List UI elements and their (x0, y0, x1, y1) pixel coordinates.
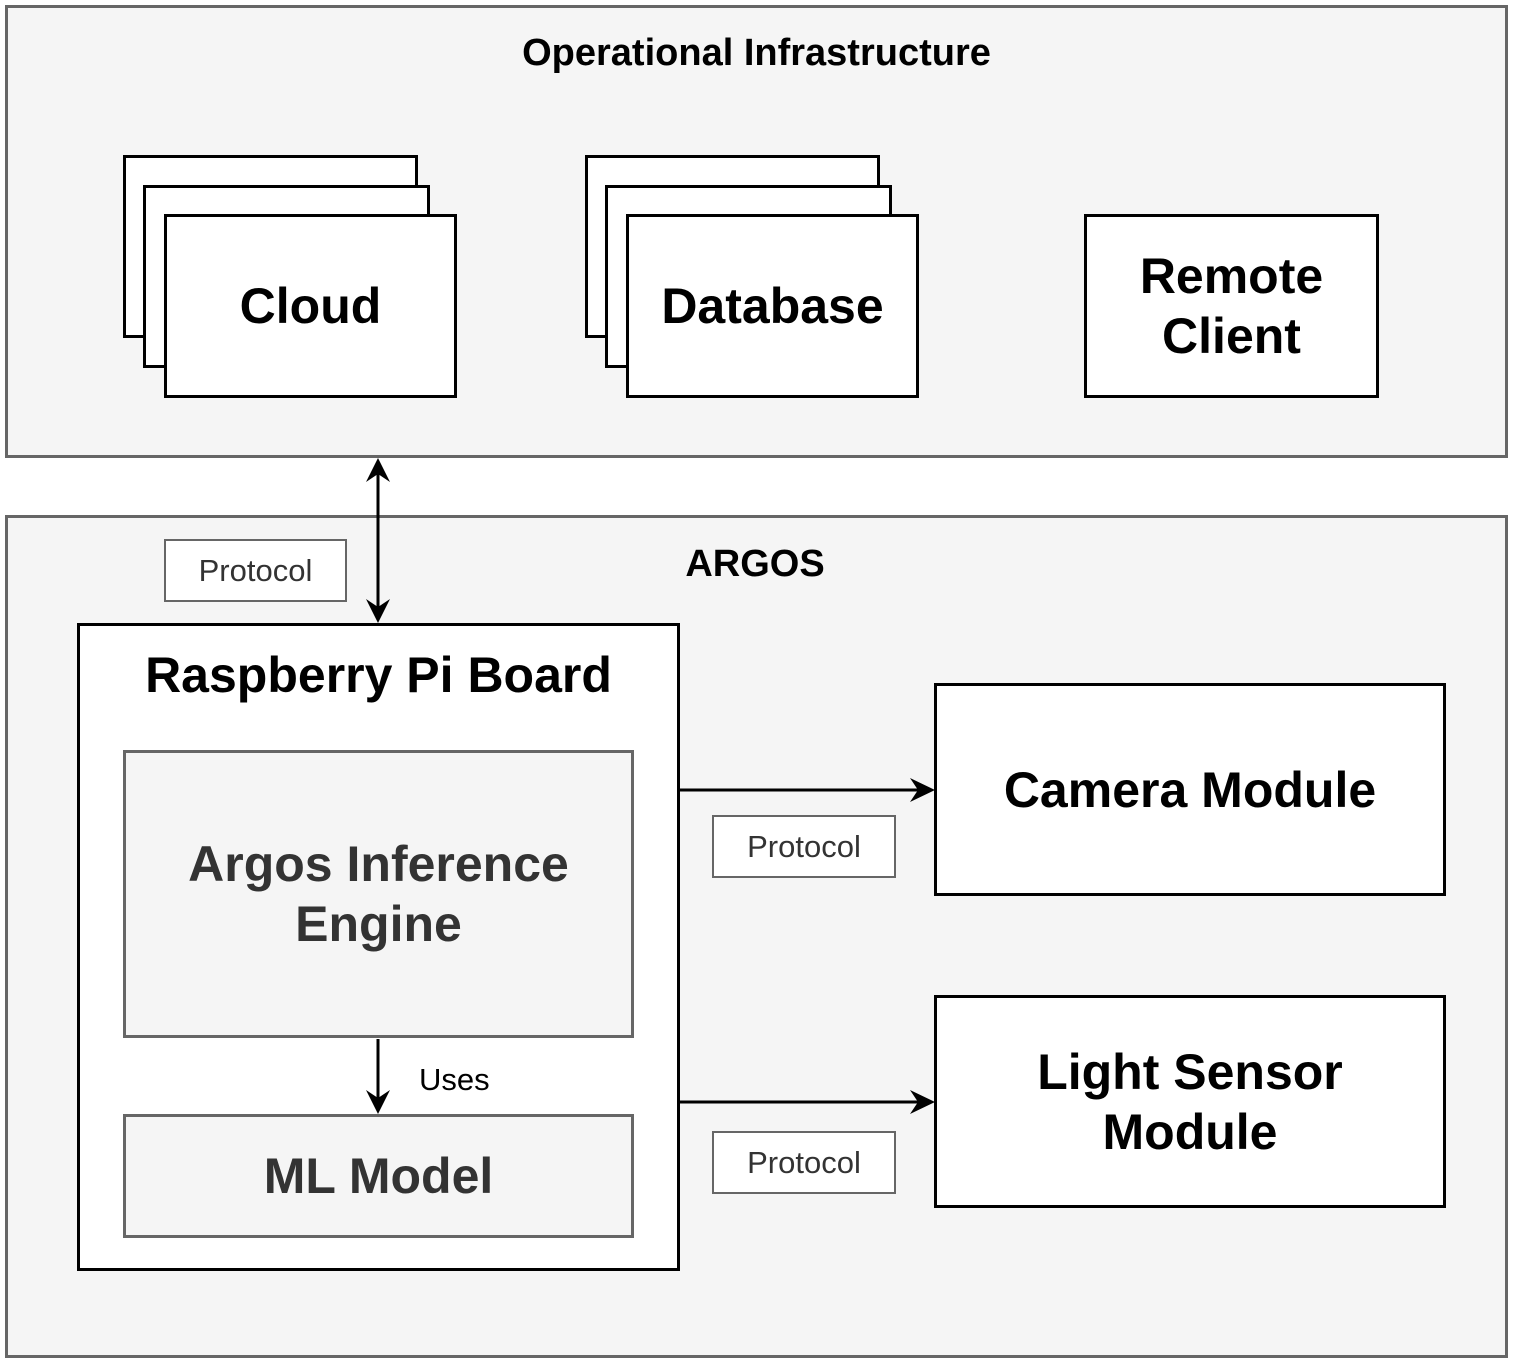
light-sensor-link-arrow (680, 1090, 935, 1114)
cloud-label: Cloud (239, 278, 382, 334)
raspberry-pi-board-title: Raspberry Pi Board (145, 647, 612, 703)
argos-inference-engine: Argos Inference Engine (123, 750, 634, 1038)
camera-module-label: Camera Module (1003, 761, 1377, 818)
infrastructure-link-protocol-label: Protocol (164, 539, 347, 602)
light-sensor-protocol-label: Protocol (712, 1131, 896, 1194)
database-label: Database (661, 278, 884, 334)
argos-title: ARGOS (685, 542, 825, 585)
light-sensor-module-label: Light Sensor Module (1037, 1043, 1343, 1160)
ml-model-label: ML Model (263, 1148, 494, 1204)
database-node: Database (626, 214, 919, 398)
uses-label: Uses (419, 1062, 490, 1097)
light-sensor-module: Light Sensor Module (934, 995, 1446, 1208)
ml-model: ML Model (123, 1114, 634, 1238)
argos-inference-engine-label: Argos Inference Engine (188, 836, 569, 952)
uses-arrow (366, 1039, 390, 1114)
remote-client-label: Remote Client (1139, 248, 1324, 364)
camera-module: Camera Module (934, 683, 1446, 896)
infrastructure-link-arrow (366, 458, 390, 623)
cloud-node: Cloud (164, 214, 457, 398)
remote-client-node: Remote Client (1084, 214, 1379, 398)
camera-link-arrow (680, 778, 935, 802)
operational-infrastructure-title: Operational Infrastructure (522, 31, 991, 74)
camera-protocol-label: Protocol (712, 815, 896, 878)
